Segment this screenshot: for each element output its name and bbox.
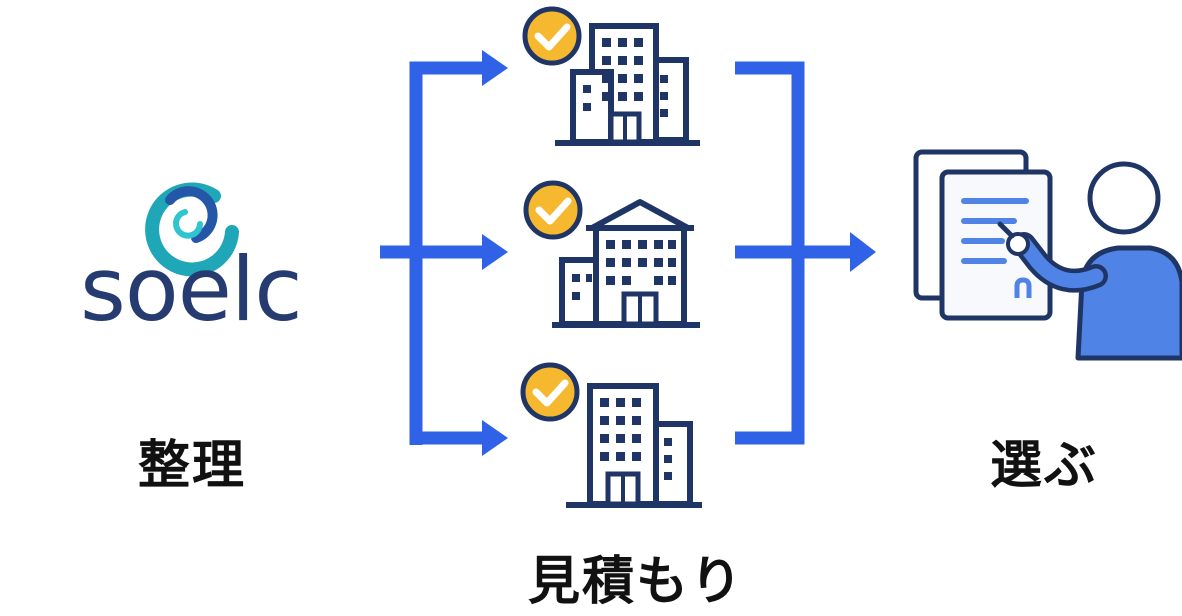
step-label-organize: 整理	[138, 436, 247, 496]
soelc-logo-text: soelc	[80, 238, 303, 341]
step-label-choose: 選ぶ	[990, 436, 1099, 496]
check-circle-icon	[523, 180, 583, 240]
government-building-icon	[523, 180, 700, 328]
split-arrows	[380, 61, 490, 445]
arrow-head-right	[850, 232, 876, 272]
office-building-icon	[522, 6, 700, 146]
check-circle-icon	[520, 362, 580, 422]
step-label-quote: 見積もり	[528, 552, 745, 612]
office-building-icon	[520, 362, 702, 508]
soelc-logo-mark	[145, 182, 239, 277]
check-circle-icon	[522, 6, 582, 66]
merge-arrows	[735, 61, 860, 445]
arrow-heads-left	[482, 50, 508, 456]
person-reviewing-document-icon	[913, 149, 1182, 361]
